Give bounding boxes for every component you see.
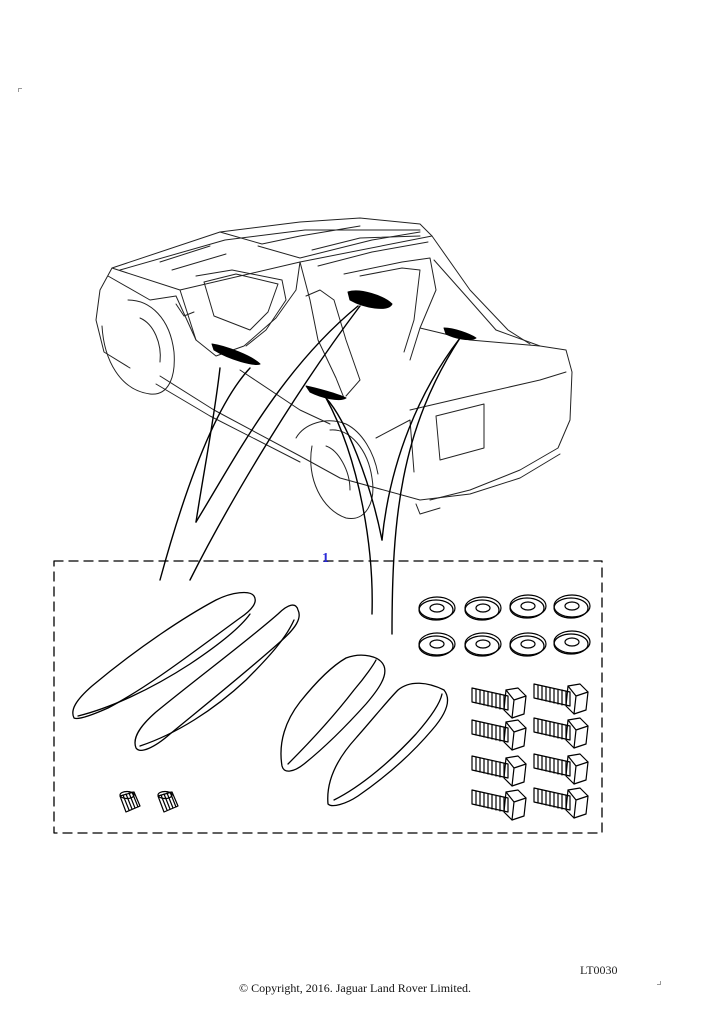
crop-mark-bottom-right bbox=[657, 981, 661, 985]
fitted-trim-pieces bbox=[211, 290, 477, 401]
crop-mark-top-left bbox=[18, 88, 22, 92]
leader-lines bbox=[159, 305, 461, 635]
washers bbox=[418, 594, 591, 657]
bolts bbox=[471, 683, 589, 821]
grub-screws bbox=[119, 790, 179, 813]
long-trim-strips bbox=[72, 591, 300, 751]
callout-number[interactable]: 1 bbox=[322, 551, 329, 566]
kit-boundary bbox=[53, 560, 603, 834]
vehicle-outline bbox=[95, 217, 573, 519]
copyright-notice: © Copyright, 2016. Jaguar Land Rover Lim… bbox=[238, 981, 472, 995]
short-trim-pieces bbox=[280, 654, 449, 807]
illustration-code: LT0030 bbox=[580, 963, 618, 977]
